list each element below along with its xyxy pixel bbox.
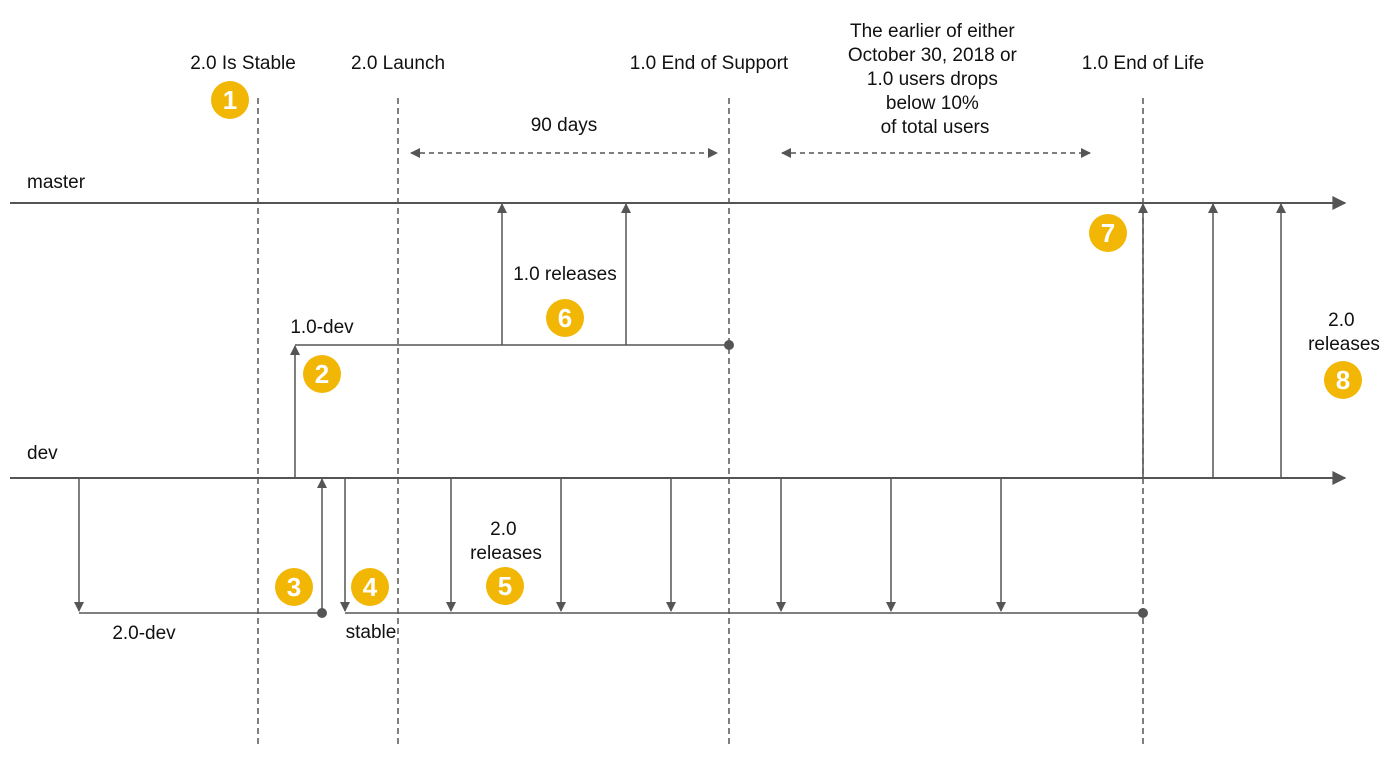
two-releases-master-line: 2.0	[1328, 310, 1354, 331]
stable-end-dot	[1138, 608, 1148, 618]
step-badge-2: 2	[303, 355, 341, 393]
condition-line: below 10%	[886, 93, 979, 114]
step-badge-1: 1	[211, 81, 249, 119]
step-badge-4: 4	[351, 568, 389, 606]
two-releases-stable-line: 2.0	[490, 519, 516, 540]
condition-line: 1.0 users drops	[867, 69, 998, 90]
stable-branch-label: stable	[346, 622, 397, 643]
milestone-lines	[257, 98, 1144, 748]
two-dev-branch-label: 2.0-dev	[112, 623, 176, 644]
step-badge-number: 8	[1336, 365, 1350, 395]
stable-milestone-label: 2.0 Is Stable	[190, 53, 296, 74]
step-badge-number: 4	[363, 572, 378, 602]
two-releases-stable-line: releases	[470, 543, 542, 564]
step-badge-number: 1	[223, 85, 237, 115]
step-badge-6: 6	[546, 299, 584, 337]
step-badge-number: 7	[1101, 218, 1115, 248]
step-badge-number: 6	[558, 303, 572, 333]
step-badge-number: 3	[287, 572, 301, 602]
two-releases-stable-label: 2.0 releases	[470, 519, 542, 564]
step-badge-8: 8	[1324, 361, 1362, 399]
one-dev-branch-label: 1.0-dev	[290, 317, 354, 338]
step-badge-7: 7	[1089, 214, 1127, 252]
one-dev-end-dot	[724, 340, 734, 350]
end-of-support-milestone-label: 1.0 End of Support	[630, 53, 789, 74]
step-badge-5: 5	[486, 567, 524, 605]
step-badge-number: 5	[498, 571, 512, 601]
dev-branch-label: dev	[27, 443, 58, 464]
two-releases-master-label: 2.0 releases	[1308, 310, 1380, 355]
end-of-life-milestone-label: 1.0 End of Life	[1082, 53, 1205, 74]
launch-milestone-label: 2.0 Launch	[351, 53, 445, 74]
end-of-life-condition-text: The earlier of either October 30, 2018 o…	[848, 21, 1022, 138]
master-branch-label: master	[27, 172, 86, 193]
support-window-label: 90 days	[531, 115, 598, 136]
condition-line: The earlier of either	[850, 21, 1015, 42]
condition-line: of total users	[881, 117, 990, 138]
one-releases-label: 1.0 releases	[513, 264, 617, 285]
condition-line: October 30, 2018 or	[848, 45, 1018, 66]
step-badge-3: 3	[275, 568, 313, 606]
step-badge-number: 2	[315, 359, 329, 389]
two-releases-master-line: releases	[1308, 334, 1380, 355]
